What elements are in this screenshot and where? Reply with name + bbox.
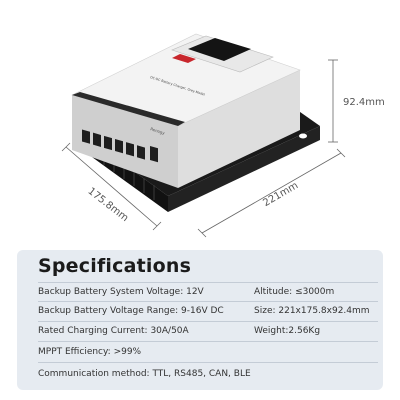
brand-red-strip xyxy=(172,54,196,63)
spec-divider xyxy=(38,341,378,342)
height-label: 92.4mm xyxy=(343,97,385,108)
spec-rated-charging-current: Rated Charging Current: 30A/50A xyxy=(38,326,189,336)
height-dimension xyxy=(328,59,338,143)
spec-altitude: Altitude: ≤3000m xyxy=(254,287,335,297)
specifications-panel: Specifications Backup Battery System Vol… xyxy=(17,250,383,390)
length-label: 221mm xyxy=(261,180,300,209)
spec-divider xyxy=(38,282,378,283)
spec-mppt-efficiency: MPPT Efficiency: >99% xyxy=(38,347,142,357)
spec-weight: Weight:2.56Kg xyxy=(254,326,321,336)
specifications-title: Specifications xyxy=(38,255,192,277)
spec-communication-method: Communication method: TTL, RS485, CAN, B… xyxy=(38,369,251,379)
terminal-cover-stripe xyxy=(72,92,185,126)
spec-divider xyxy=(38,362,378,363)
lcd-screen xyxy=(188,38,251,61)
spec-backup-system-voltage: Backup Battery System Voltage: 12V xyxy=(38,287,204,297)
spec-divider xyxy=(38,301,378,302)
spec-backup-voltage-range: Backup Battery Voltage Range: 9-16V DC xyxy=(38,306,224,316)
device-brand-label: Renogy xyxy=(150,126,166,136)
product-figure: 92.4mm 175.8mm 221mm xyxy=(61,33,385,238)
length-dimension xyxy=(197,148,346,238)
terminal-block xyxy=(82,129,158,163)
spec-divider xyxy=(38,321,378,322)
charger-device-illustration: DC-DC Battery Charger, Grey Model Renogy xyxy=(71,33,320,212)
width-label: 175.8mm xyxy=(86,186,131,224)
heatsink-right xyxy=(168,126,320,212)
spec-size: Size: 221x175.8x92.4mm xyxy=(254,306,370,316)
device-right-side xyxy=(178,70,300,188)
width-dimension xyxy=(61,142,162,231)
